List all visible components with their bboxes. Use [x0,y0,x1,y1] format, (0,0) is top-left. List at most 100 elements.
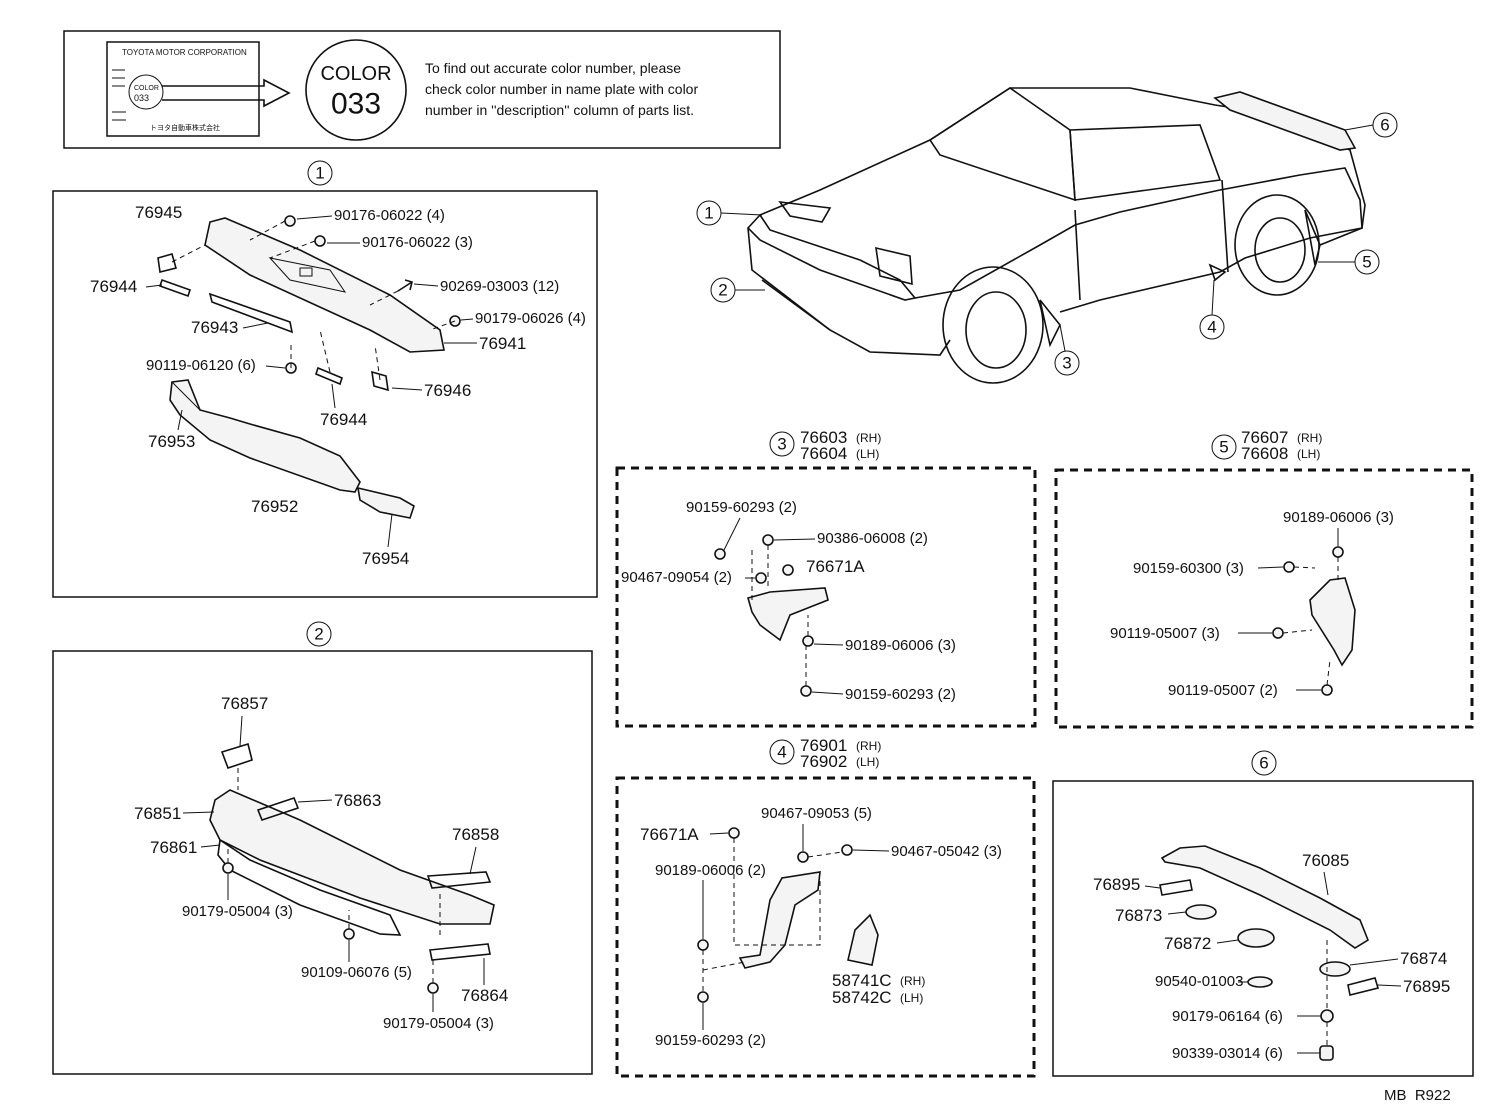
section-5-mudguard-rear: 5 76607 (RH) 76608 (LH) 90189-06006 (3) … [1054,428,1474,729]
label-76874: 76874 [1400,949,1447,968]
car-mudguard-front [1039,299,1061,348]
car-mudguard-rear [1304,209,1321,266]
section-4-frame [615,776,1036,1078]
section-3-mudguard-front: 3 76603 (RH) 76604 (LH) 90159-60293 (2) … [615,428,1037,728]
section-3-title-lh: 76604 [800,444,847,463]
car-headlight-right [875,246,913,286]
bracket-76858 [426,871,492,889]
section-1-number: 1 [315,164,324,183]
section-4-title-rh: 76901 [800,736,847,755]
label-90119-05007-2: 90119-05007 (2) [1168,682,1278,699]
car-callout-2: 2 [718,281,727,300]
label-90159-60293-s4: 90159-60293 (2) [655,1032,766,1049]
label-90119-05007-3: 90119-05007 (3) [1110,625,1220,642]
label-76944-a: 76944 [90,277,137,296]
section-4-title-lh: 76902 [800,752,847,771]
section-1-front-spoiler: 1 76945 90176-06022 (4) 90176-06022 (3) … [52,160,598,598]
label-90179-06026: 90179-06026 (4) [475,310,586,327]
pad-76873 [1185,904,1217,920]
bracket-76857 [220,742,253,770]
screw-90159-a [714,548,726,560]
label-76895-a: 76895 [1093,875,1140,894]
label-90159-60300: 90159-60300 (3) [1133,560,1244,577]
section-6-frame [1052,780,1474,1077]
notice-line-3: number in ''description'' column of part… [425,102,694,118]
section-3-circle [769,431,795,457]
notice-line-2: check color number in name plate with co… [425,81,698,97]
label-76895-b: 76895 [1403,977,1450,996]
car-roofline [759,87,1366,246]
label-76873: 76873 [1115,906,1162,925]
section-6-rear-spoiler: 6 76085 76895 76873 76872 76874 90540-01… [1052,750,1474,1077]
section-4-lh: (LH) [856,755,879,769]
spacer-76895-b [1347,977,1380,996]
label-90467-09054: 90467-09054 (2) [621,569,732,586]
bracket-76945 [157,253,177,273]
nut-90189 [802,635,814,647]
clip-90386 [762,534,774,546]
plate-color-code: 033 [134,93,149,103]
section-5-rh: (RH) [1297,431,1322,445]
name-plate [106,41,260,137]
label-76954: 76954 [362,549,409,568]
section-4-rh: (RH) [856,739,881,753]
arrow-icon [162,78,291,108]
label-90119-06120: 90119-06120 (6) [146,357,256,374]
clip-90176-b [314,235,326,247]
car-front-wheel [942,266,1044,384]
screw-90119-b [1321,684,1333,696]
clip-90176-a [284,215,296,227]
section-5-number: 5 [1219,438,1228,457]
color-code: 033 [331,88,381,121]
section-5-title-lh: 76608 [1241,444,1288,463]
car-callout-6: 6 [1380,116,1389,135]
color-label: COLOR [320,63,391,85]
label-90159-60293-a: 90159-60293 (2) [686,499,797,516]
clip-90179-05004-a [222,862,234,874]
spoiler-76952 [169,379,361,493]
label-58742c: 58742C [832,988,892,1007]
bracket-76944-left [158,278,192,298]
section-5-circle [1211,434,1237,460]
label-90179-06164: 90179-06164 (6) [1172,1008,1283,1025]
pad-76874 [1319,961,1351,977]
screw-90467-05042 [841,844,853,856]
label-90467-09053: 90467-09053 (5) [761,805,872,822]
section-4-number: 4 [777,743,786,762]
plate-color-label: COLOR [134,85,159,92]
label-76872: 76872 [1164,934,1211,953]
label-90269-03003: 90269-03003 (12) [440,278,559,295]
car-rear-wheel [1234,194,1320,296]
bracket-76944-center [315,366,343,386]
section-3-lh: (LH) [856,447,879,461]
section-6-circle [1251,750,1277,776]
bracket-76946 [371,370,389,392]
label-76945: 76945 [135,203,182,222]
label-76857: 76857 [221,694,268,713]
color-circle [305,39,407,141]
car-callout-3-circle [1054,350,1080,376]
spacer-76895-a [1159,879,1193,896]
label-76952: 76952 [251,497,298,516]
label-76944-b: 76944 [320,410,367,429]
bracket-76864 [429,943,491,961]
label-90386-06008: 90386-06008 (2) [817,530,928,547]
section-6-number: 6 [1259,754,1268,773]
spoiler-76941 [204,217,445,353]
car-callout-4: 4 [1207,318,1216,337]
label-90176-06022-3: 90176-06022 (3) [362,234,473,251]
cap-90339 [1319,1045,1334,1061]
nut-90467 [755,572,767,584]
label-90179-05004-a: 90179-05004 (3) [182,903,293,920]
screw-90159-b [800,685,812,697]
screw-90159-s4 [697,991,709,1003]
section-5-title-rh: 76607 [1241,428,1288,447]
section-2-frame [52,650,593,1075]
label-58741c: 58741C [832,971,892,990]
screw-90109-06076 [343,928,355,940]
car-side-window [1069,124,1222,201]
cover-58741c [847,913,879,966]
section-2-circle [306,621,332,647]
color-notice: TOYOTA MOTOR CORPORATION COLOR 033 トヨタ自動… [63,30,781,149]
footer-code: MB R922 [1384,1087,1451,1104]
